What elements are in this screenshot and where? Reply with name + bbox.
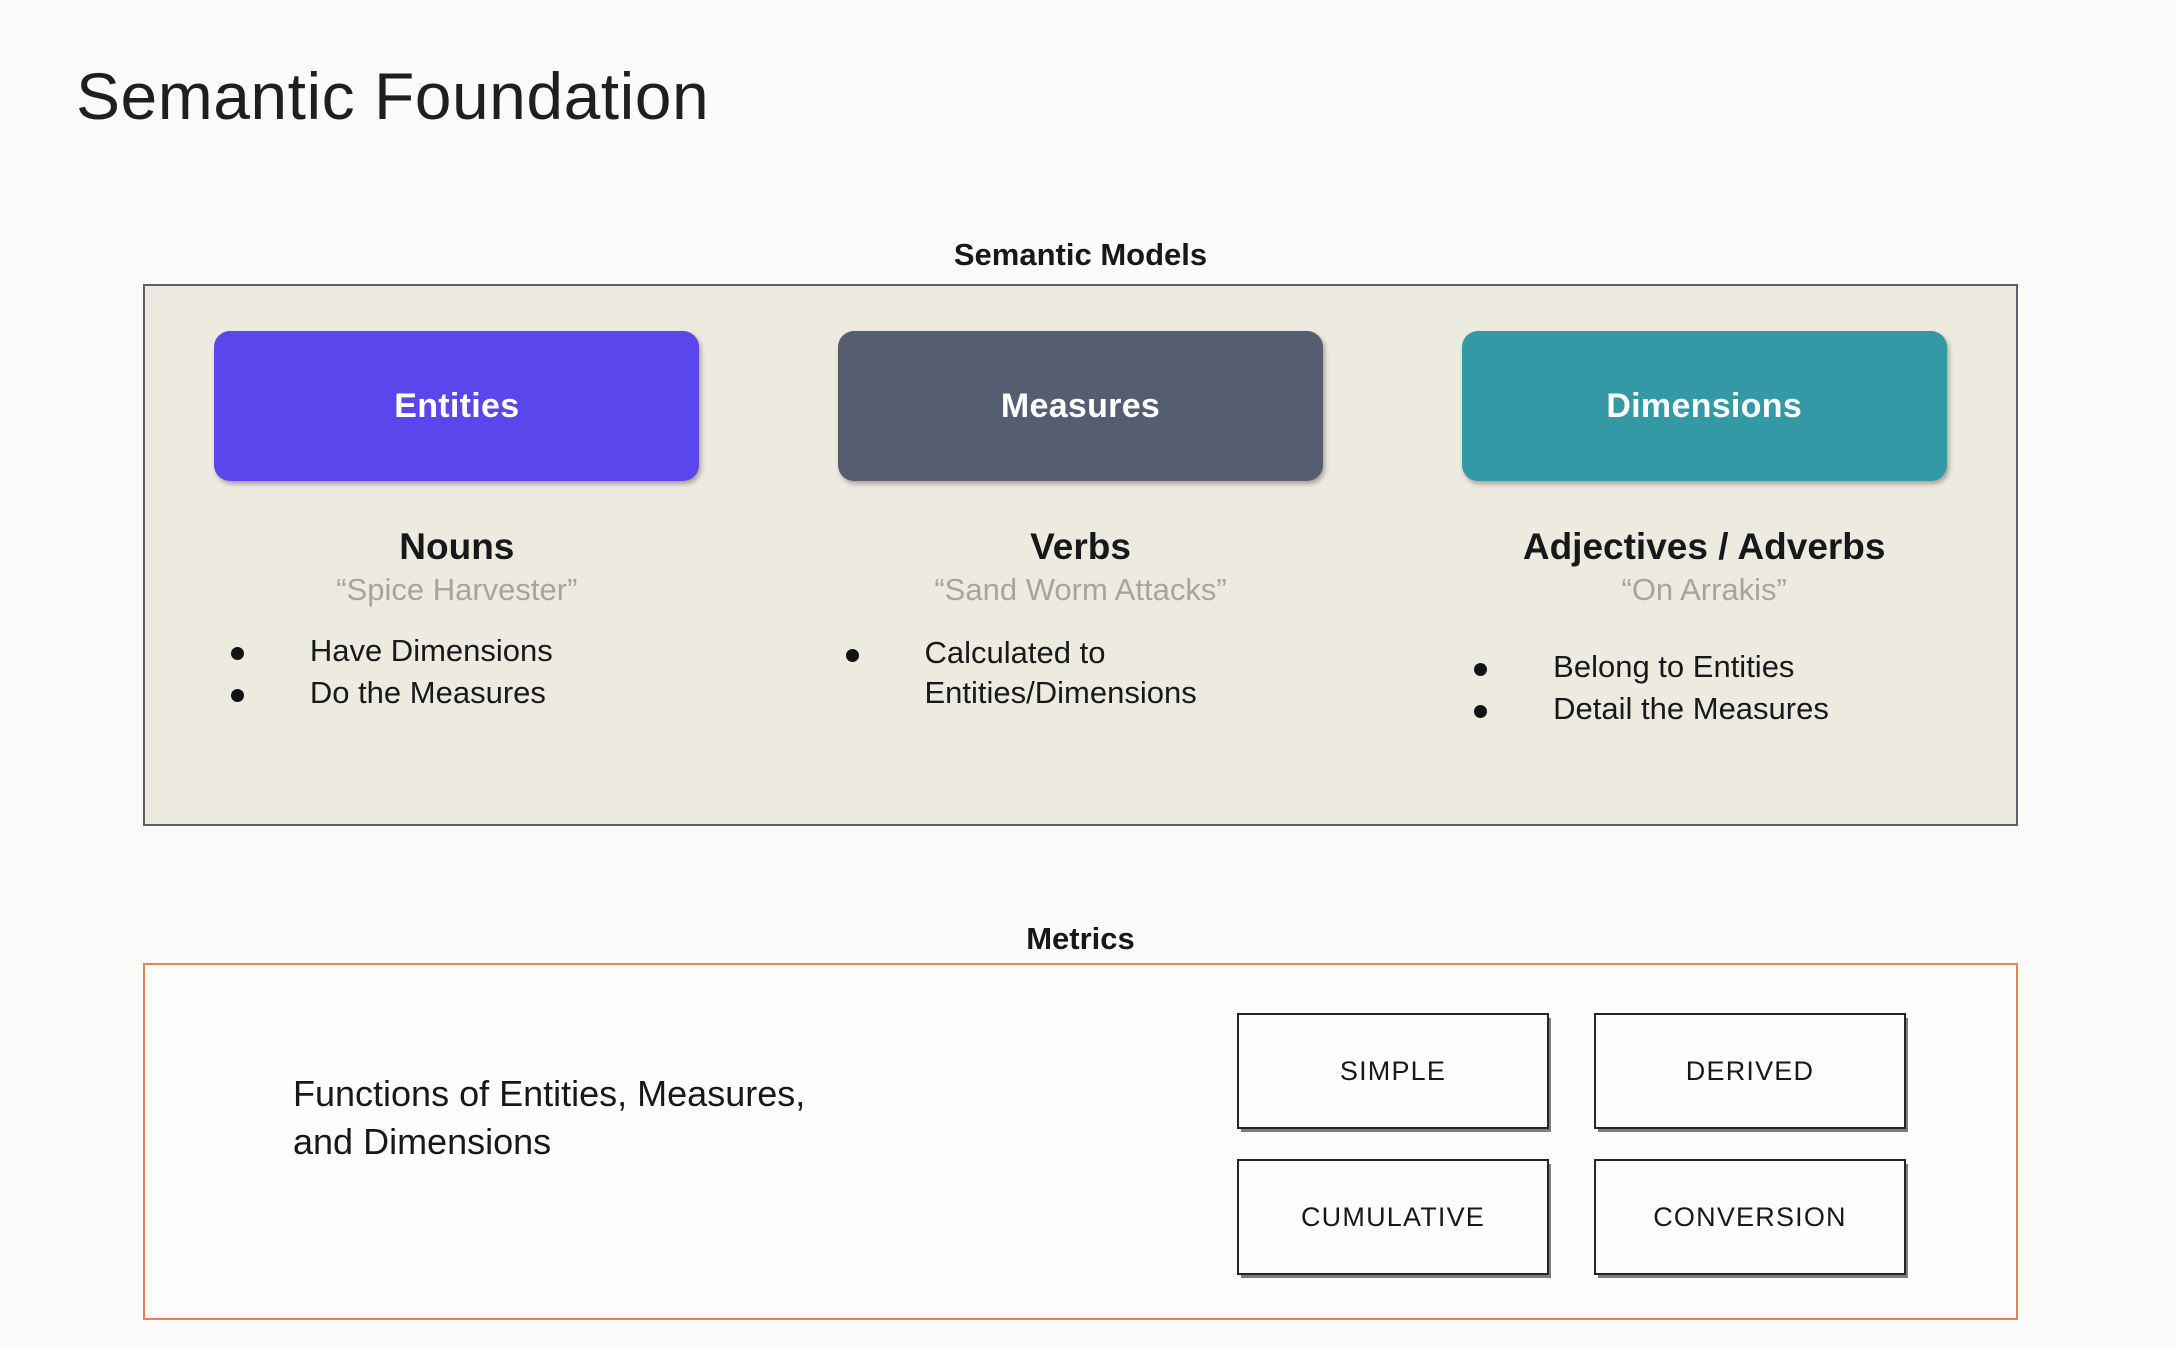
bullet-dot-icon bbox=[230, 688, 244, 702]
dimensions-pill-button[interactable]: Dimensions bbox=[1461, 331, 1947, 481]
metric-type-grid: SIMPLE DERIVED CUMULATIVE CONVERSION bbox=[1237, 1013, 1906, 1275]
entities-example-quote: “Spice Harvester” bbox=[336, 571, 578, 607]
list-item: Calculated to Entities/Dimensions bbox=[845, 633, 1316, 712]
list-item-label: Do the Measures bbox=[309, 674, 546, 710]
bullet-dot-icon bbox=[1474, 704, 1488, 718]
semantic-model-column-dimensions: Dimensions Adjectives / Adverbs “On Arra… bbox=[1392, 331, 2016, 730]
measures-pill-button[interactable]: Measures bbox=[838, 331, 1323, 481]
measures-example-quote: “Sand Worm Attacks” bbox=[934, 571, 1227, 607]
metric-type-cumulative[interactable]: CUMULATIVE bbox=[1237, 1159, 1549, 1275]
metric-type-conversion[interactable]: CONVERSION bbox=[1594, 1159, 1906, 1275]
list-item: Detail the Measures bbox=[1474, 689, 1934, 729]
metrics-description: Functions of Entities, Measures, and Dim… bbox=[293, 1073, 806, 1162]
dimensions-part-of-speech: Adjectives / Adverbs bbox=[1522, 526, 1886, 567]
bullet-dot-icon bbox=[845, 648, 859, 662]
dimensions-bullet-list: Belong to Entities Detail the Measures bbox=[1392, 647, 2016, 730]
entities-part-of-speech: Nouns bbox=[399, 526, 515, 567]
entities-bullet-list: Have Dimensions Do the Measures bbox=[145, 631, 769, 714]
list-item-label: Calculated to Entities/Dimensions bbox=[924, 634, 1197, 710]
page-title: Semantic Foundation bbox=[76, 59, 710, 133]
list-item: Have Dimensions bbox=[230, 631, 683, 671]
metric-type-derived[interactable]: DERIVED bbox=[1594, 1013, 1906, 1129]
list-item: Do the Measures bbox=[230, 673, 683, 713]
list-item-label: Belong to Entities bbox=[1553, 648, 1795, 684]
metrics-heading: Metrics bbox=[1026, 921, 1135, 956]
measures-bullet-list: Calculated to Entities/Dimensions bbox=[769, 633, 1393, 714]
measures-part-of-speech: Verbs bbox=[1030, 526, 1131, 567]
dimensions-example-quote: “On Arrakis” bbox=[1621, 571, 1787, 607]
semantic-model-column-measures: Measures Verbs “Sand Worm Attacks” Calcu… bbox=[769, 331, 1393, 714]
semantic-models-panel: Entities Nouns “Spice Harvester” Have Di… bbox=[143, 284, 2018, 826]
metrics-panel: Functions of Entities, Measures, and Dim… bbox=[143, 963, 2018, 1320]
semantic-model-column-entities: Entities Nouns “Spice Harvester” Have Di… bbox=[145, 331, 769, 714]
metric-type-simple[interactable]: SIMPLE bbox=[1237, 1013, 1549, 1129]
bullet-dot-icon bbox=[1474, 662, 1488, 676]
entities-pill-button[interactable]: Entities bbox=[214, 331, 700, 481]
list-item: Belong to Entities bbox=[1474, 647, 1934, 687]
list-item-label: Detail the Measures bbox=[1553, 690, 1829, 726]
semantic-models-heading: Semantic Models bbox=[953, 237, 1208, 272]
list-item-label: Have Dimensions bbox=[309, 632, 553, 668]
bullet-dot-icon bbox=[230, 646, 244, 660]
